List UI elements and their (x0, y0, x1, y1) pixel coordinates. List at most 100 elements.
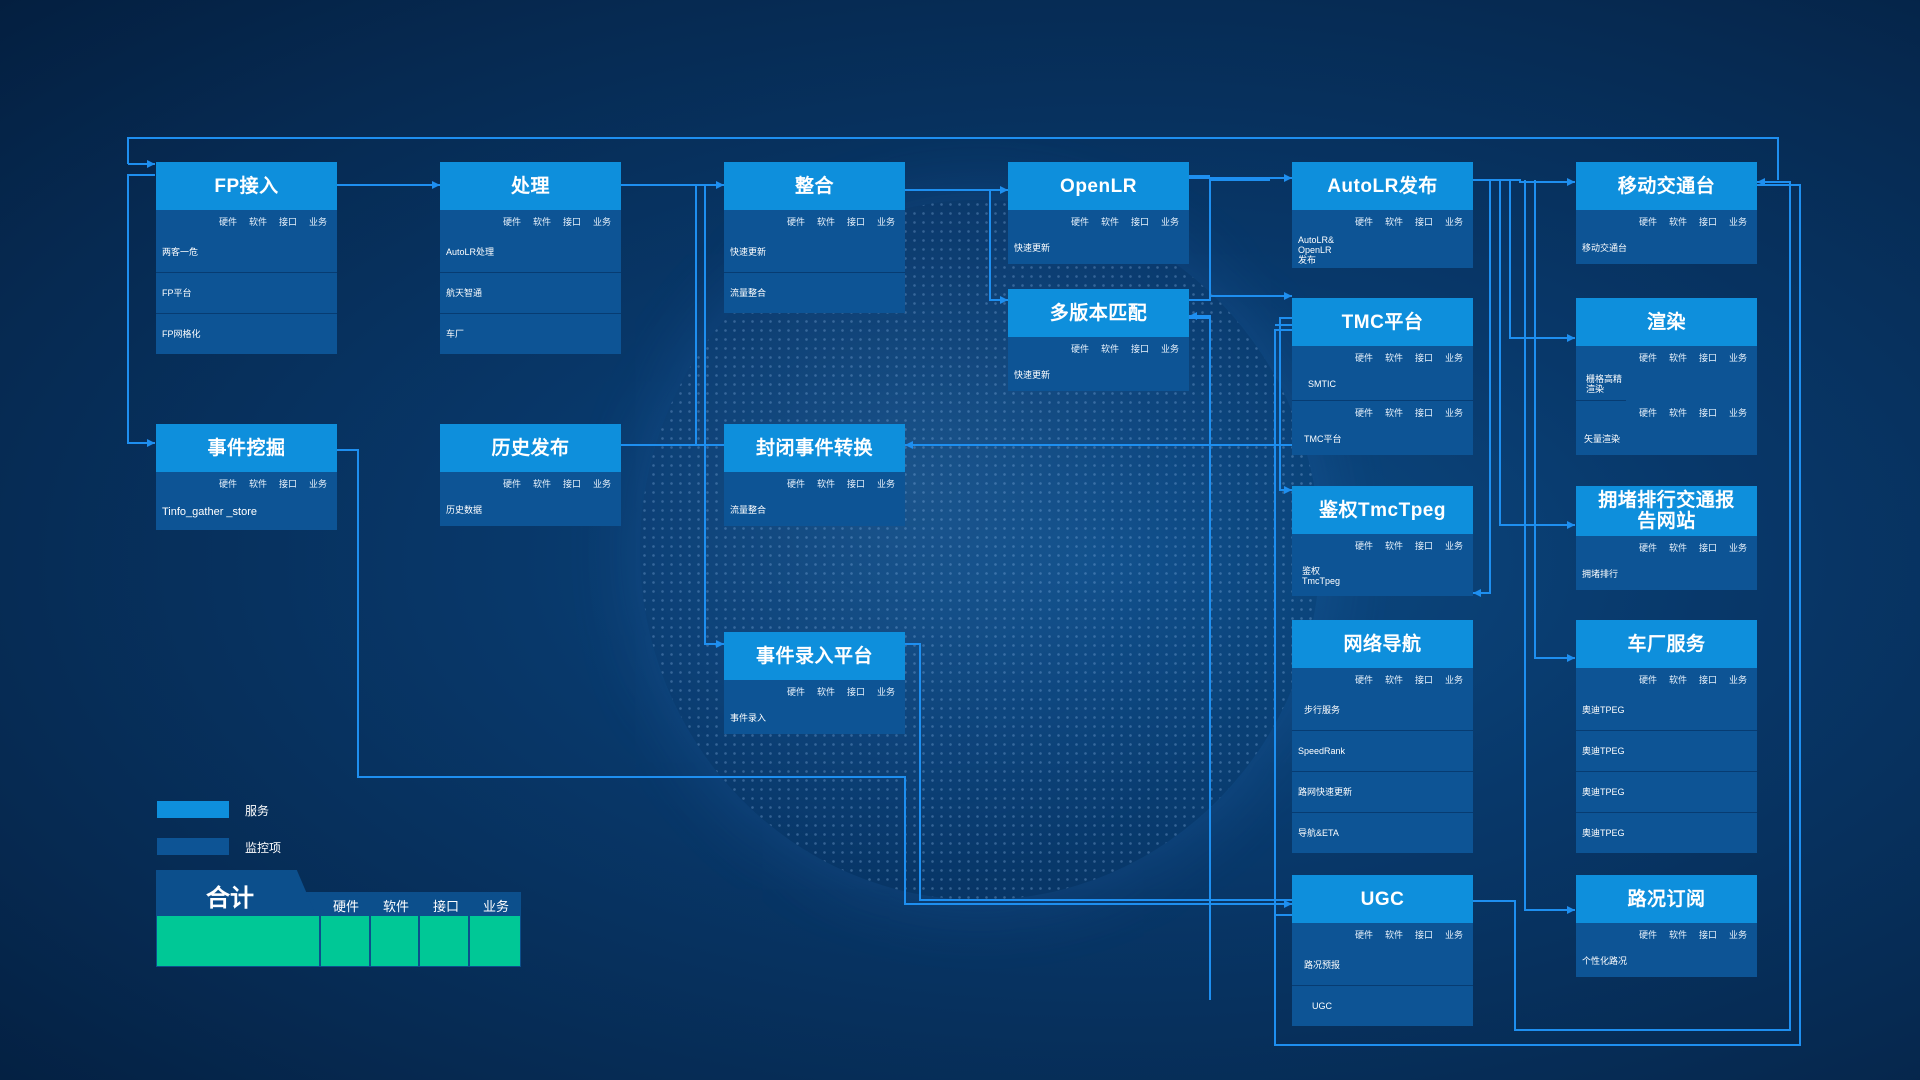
col-software: 软件 (1100, 343, 1119, 354)
monitor-item: 移动交通台 (1582, 243, 1628, 253)
arrow (1567, 906, 1575, 914)
monitor-item: 车厂 (446, 329, 465, 339)
total-panel: 合计 硬件 软件 接口 业务 (156, 870, 521, 967)
connector (127, 137, 1779, 180)
total-cell-interface (420, 916, 470, 966)
col-software: 软件 (1668, 929, 1687, 940)
node-wangluo[interactable]: 网络导航 硬件软件接口业务 步行服务 SpeedRank 路网快速更新 导航&E… (1292, 620, 1473, 853)
col-interface: 接口 (1698, 674, 1717, 685)
col-software: 软件 (1100, 216, 1119, 227)
col-software: 软件 (816, 478, 835, 489)
col-interface: 接口 (1698, 352, 1717, 363)
col-software: 软件 (816, 216, 835, 227)
col-hardware: 硬件 (1638, 929, 1657, 940)
col-hardware: 硬件 (1354, 407, 1373, 418)
col-hardware: 硬件 (1638, 407, 1657, 418)
monitor-item: 鉴权 TmcTpeg (1302, 566, 1341, 586)
col-hardware: 硬件 (786, 686, 805, 697)
node-title: 封闭事件转换 (724, 424, 905, 472)
node-title: TMC平台 (1292, 298, 1473, 346)
column-labels: 硬件软件接口业务 (1008, 210, 1189, 232)
connector (127, 174, 155, 444)
arrow (1757, 178, 1765, 186)
monitor-item: UGC (1312, 1001, 1332, 1011)
monitor-item: 路况预报 (1292, 945, 1473, 986)
monitor-item: 路网快速更新 (1292, 772, 1473, 813)
total-title: 合计 (206, 885, 254, 912)
col-interface: 接口 (1414, 929, 1433, 940)
arrow (716, 181, 724, 189)
col-business: 业务 (308, 216, 327, 227)
col-hardware: 硬件 (1638, 216, 1657, 227)
col-business: 业务 (1160, 216, 1179, 227)
col-interface: 接口 (1414, 407, 1433, 418)
col-software: 软件 (1384, 540, 1403, 551)
node-ugc[interactable]: UGC 硬件软件接口业务 路况预报 UGC (1292, 875, 1473, 1026)
node-jianquan[interactable]: 鉴权TmcTpeg 硬件软件接口业务 鉴权 TmcTpeg (1292, 486, 1473, 596)
node-lishi[interactable]: 历史发布 硬件软件接口业务 历史数据 (440, 424, 621, 526)
node-tmc[interactable]: TMC平台 硬件软件接口业务 SMTIC 硬件软件接口业务 TMC平台 (1292, 298, 1473, 455)
col-business: 业务 (1444, 352, 1463, 363)
arrow (1567, 178, 1575, 186)
node-luokuang[interactable]: 路况订阅 硬件软件接口业务 个性化路况 (1576, 875, 1757, 977)
arrow (432, 181, 440, 189)
col-business: 业务 (1444, 216, 1463, 227)
col-hardware: 硬件 (218, 478, 237, 489)
column-labels: 硬件软件接口业务 (1292, 210, 1473, 232)
node-fengbi[interactable]: 封闭事件转换 硬件软件接口业务 流量整合 (724, 424, 905, 526)
node-yidong[interactable]: 移动交通台 硬件软件接口业务 移动交通台 (1576, 162, 1757, 264)
node-title: FP接入 (156, 162, 337, 210)
node-chechang[interactable]: 车厂服务 硬件软件接口业务 奥迪TPEG 奥迪TPEG 奥迪TPEG 奥迪TPE… (1576, 620, 1757, 853)
monitor-item: 快速更新 (724, 232, 905, 273)
node-title: 拥堵排行交通报告网站 (1576, 486, 1757, 536)
node-yongdu[interactable]: 拥堵排行交通报告网站 硬件软件接口业务 拥堵排行 (1576, 486, 1757, 590)
column-labels: 硬件软件接口业务 (1292, 923, 1473, 945)
col-hardware: 硬件 (1638, 674, 1657, 685)
total-col-business: 业务 (482, 899, 509, 914)
col-hardware: 硬件 (1070, 216, 1089, 227)
node-openlr[interactable]: OpenLR 硬件软件接口业务 快速更新 (1008, 162, 1189, 264)
monitor-item: 事件录入 (730, 713, 767, 723)
node-duobanben[interactable]: 多版本匹配 硬件软件接口业务 快速更新 (1008, 289, 1189, 391)
node-title: 鉴权TmcTpeg (1292, 486, 1473, 534)
col-interface: 接口 (562, 216, 581, 227)
column-labels: 硬件软件接口业务 (724, 210, 905, 232)
col-software: 软件 (1384, 929, 1403, 940)
col-business: 业务 (592, 478, 611, 489)
node-luru[interactable]: 事件录入平台 硬件软件接口业务 事件录入 (724, 632, 905, 734)
col-software: 软件 (1668, 542, 1687, 553)
monitor-item: 快速更新 (1014, 370, 1051, 380)
col-interface: 接口 (1698, 929, 1717, 940)
column-labels: 硬件软件接口业务 (1576, 923, 1757, 945)
column-labels: 硬件软件接口业务 (1576, 536, 1757, 558)
monitor-item: FP平台 (156, 273, 337, 314)
col-hardware: 硬件 (786, 216, 805, 227)
col-hardware: 硬件 (1354, 352, 1373, 363)
arrow (1284, 900, 1292, 908)
monitor-item: TMC平台 (1304, 434, 1342, 444)
arrow (1000, 186, 1008, 194)
monitor-item: 矢量渲染 (1584, 434, 1621, 444)
node-title: 整合 (724, 162, 905, 210)
col-software: 软件 (532, 216, 551, 227)
node-chuli[interactable]: 处理 硬件软件接口业务 AutoLR处理 航天智通 车厂 (440, 162, 621, 354)
total-cell-software (370, 916, 421, 966)
monitor-item: 奥迪TPEG (1576, 731, 1757, 772)
col-interface: 接口 (278, 216, 297, 227)
col-interface: 接口 (846, 216, 865, 227)
column-labels: 硬件软件接口业务 (1292, 346, 1473, 368)
arrow (147, 160, 155, 168)
node-shijian-wajue[interactable]: 事件挖掘 硬件软件接口业务 Tinfo_gather _store (156, 424, 337, 530)
node-fp[interactable]: FP接入 硬件软件接口业务 两客一危 FP平台 FP网格化 (156, 162, 337, 354)
col-business: 业务 (1728, 674, 1747, 685)
col-interface: 接口 (1698, 542, 1717, 553)
node-xuanran[interactable]: 渲染 硬件软件接口业务 栅格高精 渲染 硬件软件接口业务 矢量渲染 (1576, 298, 1757, 455)
col-hardware: 硬件 (502, 478, 521, 489)
monitor-item: SMTIC (1292, 368, 1473, 401)
node-zhenghe[interactable]: 整合 硬件软件接口业务 快速更新 流量整合 (724, 162, 905, 313)
column-labels: 硬件软件接口业务 (440, 210, 621, 232)
col-hardware: 硬件 (218, 216, 237, 227)
monitor-item: FP网格化 (162, 329, 201, 339)
node-autolr[interactable]: AutoLR发布 硬件软件接口业务 AutoLR& OpenLR 发布 (1292, 162, 1473, 268)
node-title: OpenLR (1008, 162, 1189, 210)
